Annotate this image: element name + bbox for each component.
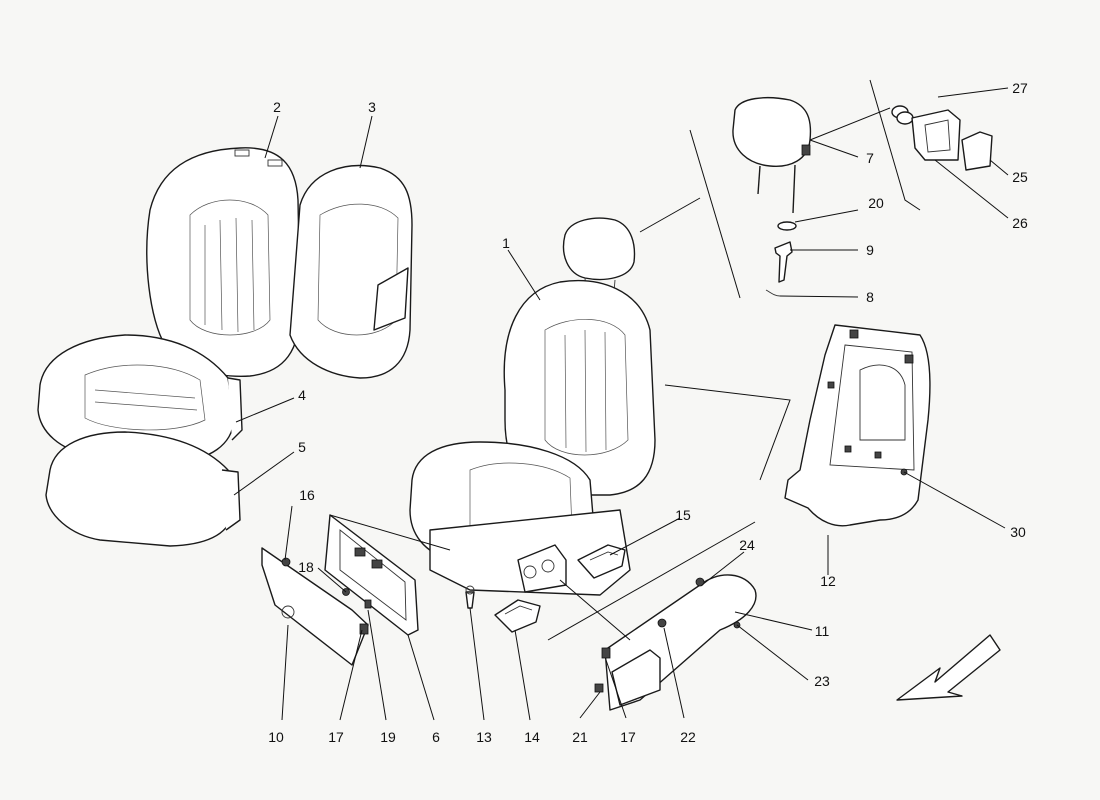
callout-22: 22	[680, 729, 696, 745]
part-seat-cushion-pad	[45, 431, 241, 547]
part-screw-13	[465, 585, 475, 609]
part-clip-17	[359, 623, 369, 635]
callout-21: 21	[572, 729, 588, 745]
part-complete-seat	[409, 217, 656, 596]
callout-13: 13	[476, 729, 492, 745]
callout-17-left: 17	[328, 729, 344, 745]
callout-26: 26	[1012, 215, 1028, 231]
callout-25: 25	[1012, 169, 1028, 185]
callout-1: 1	[502, 235, 510, 251]
part-spring-27	[891, 105, 914, 125]
callout-20: 20	[868, 195, 884, 211]
callout-27: 27	[1012, 80, 1028, 96]
part-seat-cushion-cover	[37, 334, 243, 463]
callout-2: 2	[273, 99, 281, 115]
callout-6: 6	[432, 729, 440, 745]
part-backrest-cover-front	[146, 147, 301, 377]
callout-16: 16	[299, 487, 315, 503]
part-rear-panel-12	[784, 324, 931, 527]
group-bracket-lines	[329, 79, 921, 641]
part-outer-trim-panel	[261, 547, 369, 666]
callout-24: 24	[739, 537, 755, 553]
callout-leaders	[233, 87, 1009, 721]
callout-30: 30	[1010, 524, 1026, 540]
callout-15: 15	[675, 507, 691, 523]
part-side-panel-switch	[594, 574, 757, 711]
part-headrest	[732, 97, 812, 214]
callout-3: 3	[368, 99, 376, 115]
callout-4: 4	[298, 387, 306, 403]
callout-7: 7	[866, 150, 874, 166]
callout-23: 23	[814, 673, 830, 689]
callout-8: 8	[866, 289, 874, 305]
callout-5: 5	[298, 439, 306, 455]
callout-10: 10	[268, 729, 284, 745]
part-housing-26	[911, 109, 961, 161]
part-screw-16	[281, 557, 291, 567]
callout-17-right: 17	[620, 729, 636, 745]
callout-18: 18	[298, 559, 314, 575]
part-backrest-rear-shell	[289, 164, 413, 379]
callout-9: 9	[866, 242, 874, 258]
direction-arrow-icon	[896, 634, 1001, 701]
part-cover-25	[961, 131, 993, 171]
part-clip-19	[364, 599, 372, 609]
part-spring-8	[765, 289, 781, 297]
callout-14: 14	[524, 729, 540, 745]
callout-19: 19	[380, 729, 396, 745]
part-guide-ring-20	[777, 221, 797, 231]
part-guide-sleeve-9	[774, 241, 793, 283]
callout-12: 12	[820, 573, 836, 589]
callout-numbers: 2 3 1 4 5 15 16 18 27 7 25 20 26 9 8 30 …	[268, 80, 1028, 745]
part-bracket-14	[494, 599, 541, 633]
part-inner-trim-frame	[324, 514, 419, 636]
callout-11: 11	[815, 623, 830, 639]
